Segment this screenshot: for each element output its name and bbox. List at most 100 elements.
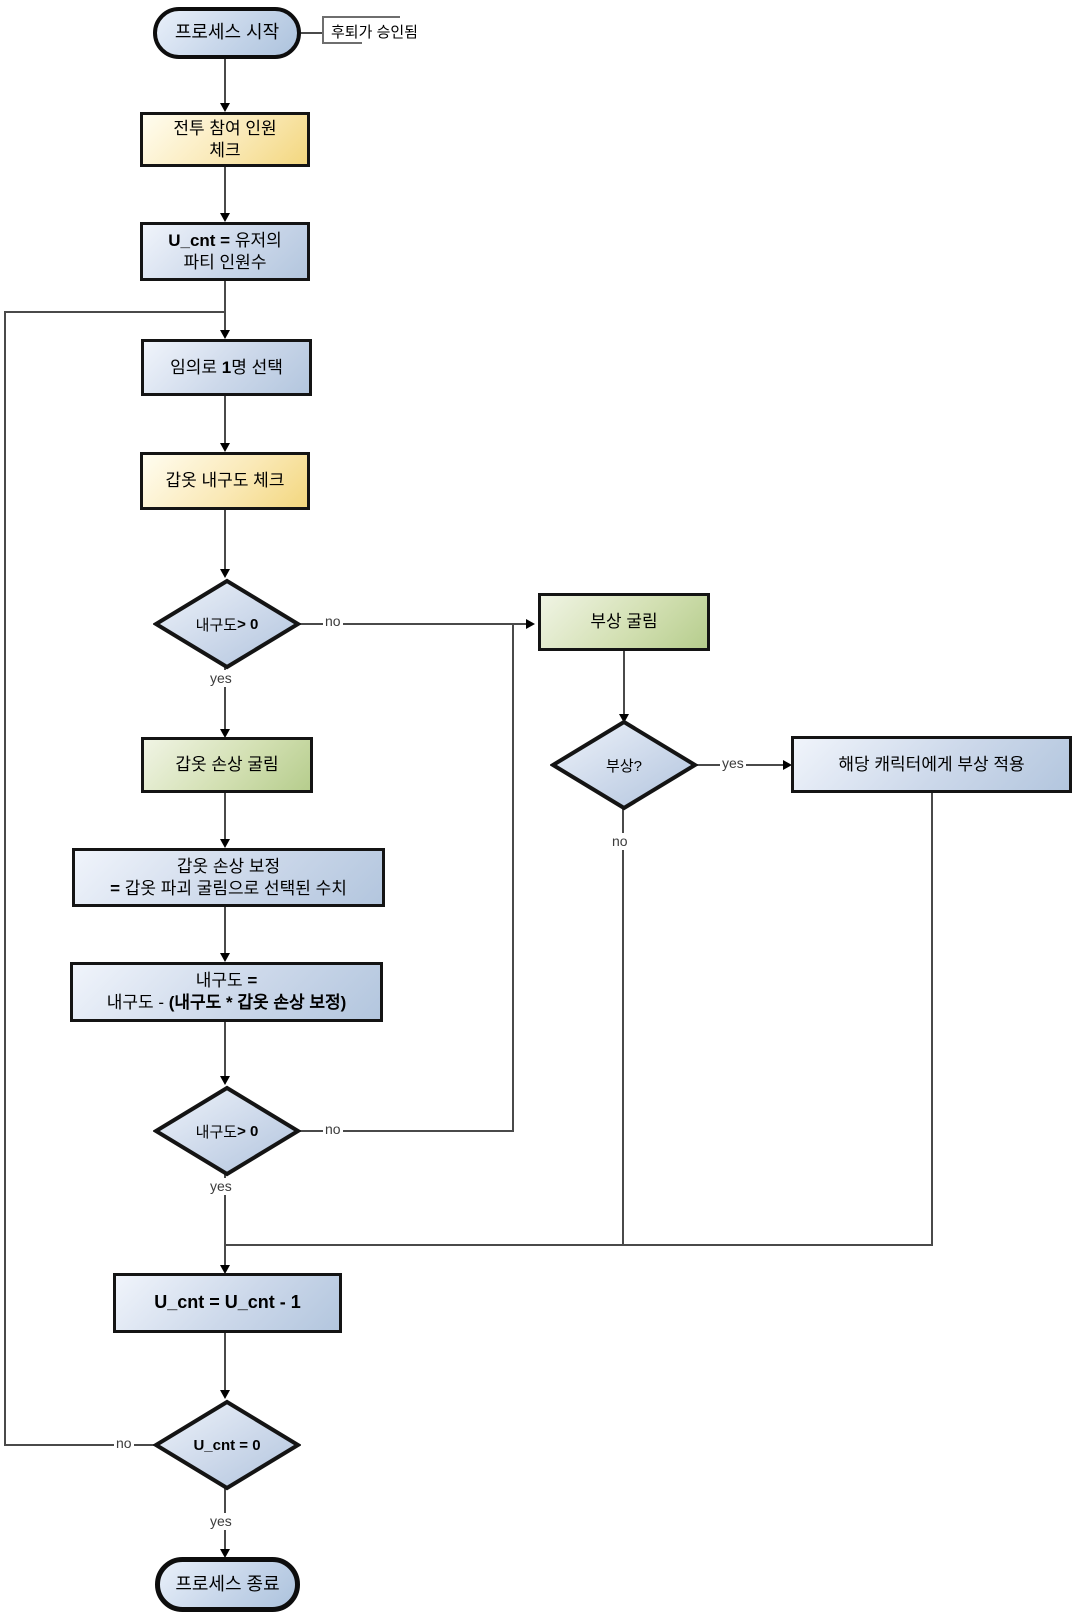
arrowhead <box>526 619 535 629</box>
init-ucnt-var: U_cnt = <box>168 230 231 250</box>
edge-update-to-d2 <box>224 1022 226 1076</box>
process-check-durability: 갑옷 내구도 체크 <box>140 452 310 510</box>
diamond-shape <box>550 719 698 811</box>
select-one-post: 명 선택 <box>231 357 283 377</box>
process-decrement-ucnt: U_cnt = U_cnt - 1 <box>113 1273 342 1333</box>
decision-ucnt-zero: U_cnt = 0 <box>153 1399 301 1491</box>
armor-damage-roll-label: 갑옷 손상 굴림 <box>175 755 279 775</box>
select-one-pre: 임의로 <box>170 357 222 377</box>
edge-merge-horizontal <box>225 1244 933 1246</box>
arrowhead <box>220 1390 230 1399</box>
process-check-participants: 전투 참여 인원 체크 <box>140 112 310 167</box>
label-d4-yes: yes <box>720 755 746 772</box>
decision-durability-1: 내구도 > 0 <box>153 578 301 670</box>
arrowhead <box>220 1076 230 1085</box>
decision-injury: 부상? <box>550 719 698 811</box>
d2-cond: > 0 <box>237 1122 259 1140</box>
decision-ucnt-zero-label: U_cnt = 0 <box>193 1436 261 1454</box>
arrowhead <box>619 714 629 723</box>
select-one-label: 임의로 1명 선택 <box>170 357 283 379</box>
arrowhead <box>220 729 230 738</box>
note-bracket-vertical <box>322 16 324 44</box>
process-damage-correction: 갑옷 손상 보정 = 갑옷 파괴 굴림으로 선택된 수치 <box>72 848 385 907</box>
label-d3-no: no <box>114 1435 134 1452</box>
label-d4-no: no <box>610 833 630 850</box>
d1-cond: > 0 <box>237 615 259 633</box>
durability-update-expr: (내구도 * 갑옷 손상 보정) <box>168 993 347 1012</box>
decrement-ucnt-label: U_cnt = U_cnt - 1 <box>154 1292 301 1313</box>
arrowhead <box>220 330 230 339</box>
start-note: 후퇴가 승인됨 <box>331 24 418 41</box>
edge-armorcheck-to-d1 <box>224 510 226 569</box>
label-d1-no: no <box>323 613 343 630</box>
edge-damage-to-correction <box>224 793 226 839</box>
process-durability-update: 내구도 = 내구도 - (내구도 * 갑옷 손상 보정) <box>70 962 383 1022</box>
arrowhead <box>783 760 792 770</box>
init-ucnt-line1: U_cnt = 유저의 <box>168 230 282 252</box>
decision-injury-label: 부상? <box>606 757 642 775</box>
end-terminator: 프로세스 종료 <box>155 1557 300 1612</box>
label-d2-yes: yes <box>208 1178 234 1195</box>
select-one-count: 1 <box>221 357 232 377</box>
d2-pre: 내구도 <box>195 1123 238 1141</box>
init-ucnt-line2: 파티 인원수 <box>183 252 267 272</box>
process-select-one: 임의로 1명 선택 <box>141 339 312 396</box>
label-d2-no: no <box>323 1121 343 1138</box>
process-apply-injury: 해당 캐릭터에게 부상 적용 <box>791 736 1072 793</box>
process-init-ucnt: U_cnt = 유저의 파티 인원수 <box>140 222 310 281</box>
d1-pre: 내구도 <box>195 616 238 634</box>
edge-loop-top <box>4 311 226 313</box>
arrowhead <box>220 569 230 578</box>
arrowhead <box>220 839 230 848</box>
durability-update-line1: 내구도 = <box>196 970 258 992</box>
edge-start-to-check <box>224 59 226 103</box>
process-armor-damage-roll: 갑옷 손상 굴림 <box>141 737 313 793</box>
edge-d1-yes <box>224 667 226 729</box>
init-ucnt-rest: 유저의 <box>230 230 282 250</box>
decision-durability-2: 내구도 > 0 <box>153 1085 301 1177</box>
note-bracket-bottom <box>322 42 362 44</box>
decision-durability-1-label: 내구도 > 0 <box>153 578 301 670</box>
diamond-shape <box>153 1085 301 1177</box>
check-participants-line1: 전투 참여 인원 <box>173 118 277 138</box>
arrowhead <box>220 1265 230 1274</box>
durability-update-expr-pre: 내구도 - <box>106 993 169 1012</box>
edge-d1-no <box>297 623 526 625</box>
damage-correction-eq: = <box>110 878 120 898</box>
note-bracket-top <box>322 16 400 18</box>
edge-d2no-junction-vertical <box>512 623 514 1132</box>
edge-init-to-select <box>224 281 226 330</box>
edge-injuryroll-to-d4 <box>623 651 625 714</box>
edge-select-to-armorcheck <box>224 396 226 443</box>
start-terminator: 프로세스 시작 <box>153 7 301 59</box>
end-label: 프로세스 종료 <box>175 1573 280 1594</box>
durability-update-line2: 내구도 - (내구도 * 갑옷 손상 보정) <box>107 992 347 1014</box>
damage-correction-line2: = 갑옷 파괴 굴림으로 선택된 수치 <box>110 878 347 900</box>
edge-apply-down <box>931 793 933 1246</box>
decision-durability-2-label: 내구도 > 0 <box>153 1085 301 1177</box>
arrowhead <box>220 213 230 222</box>
edge-loop-left <box>4 311 6 1446</box>
diamond-shape <box>153 1399 301 1491</box>
edge-d4-no <box>622 808 624 1246</box>
arrowhead <box>220 443 230 452</box>
check-durability-label: 갑옷 내구도 체크 <box>165 471 285 491</box>
diamond-shape <box>153 578 301 670</box>
start-label: 프로세스 시작 <box>174 22 280 43</box>
edge-note-connector <box>301 32 322 34</box>
label-d1-yes: yes <box>208 670 234 687</box>
edge-loop-bottom <box>4 1444 154 1446</box>
edge-correction-to-update <box>224 907 226 953</box>
durability-update-eq: = <box>247 971 258 991</box>
label-d3-yes: yes <box>208 1513 234 1530</box>
damage-correction-line1: 갑옷 손상 보정 <box>176 856 281 876</box>
arrowhead <box>220 953 230 962</box>
edge-check-to-init <box>224 167 226 213</box>
injury-roll-label: 부상 굴림 <box>590 612 658 632</box>
check-participants-line2: 체크 <box>209 140 241 160</box>
apply-injury-label: 해당 캐릭터에게 부상 적용 <box>838 754 1025 774</box>
arrowhead <box>220 103 230 112</box>
edge-d2-no <box>297 1130 514 1132</box>
edge-d2-yes <box>224 1174 226 1265</box>
